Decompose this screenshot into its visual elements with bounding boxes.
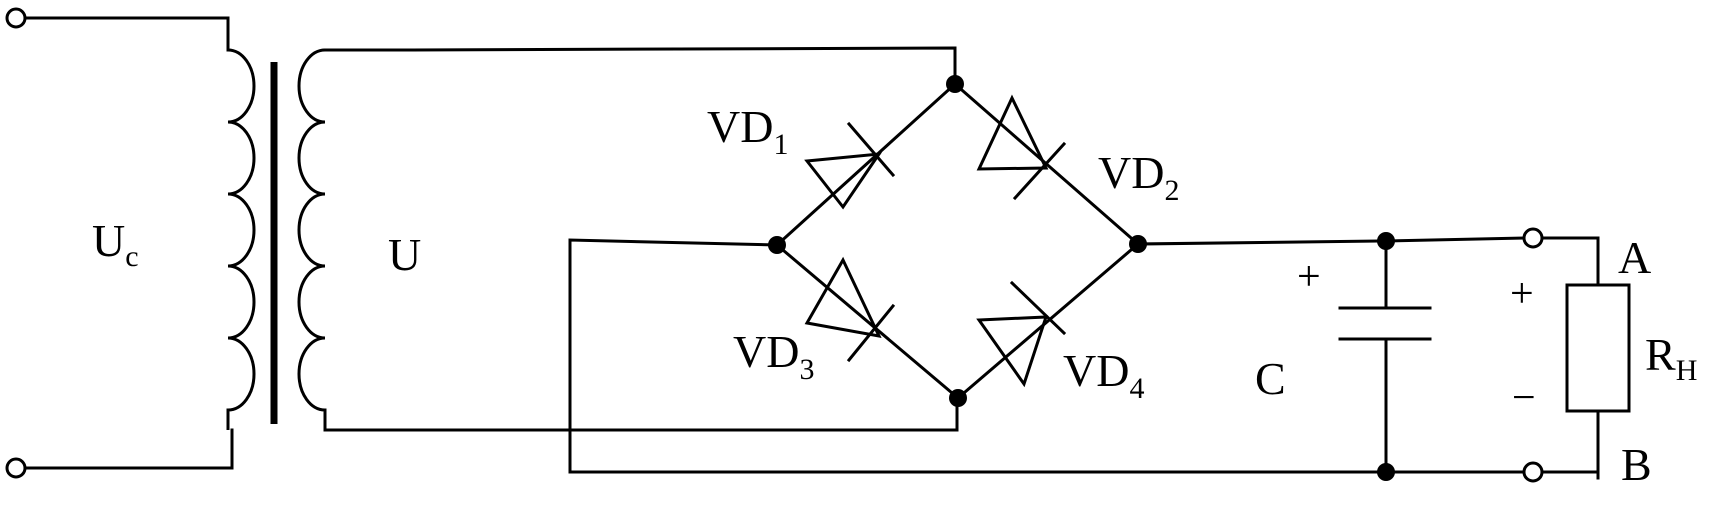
- diode-vd4-triangle: [976, 315, 1049, 388]
- output-wire-top: [1384, 236, 1526, 243]
- label-vd2: VD2: [1098, 147, 1179, 207]
- label-vd1: VD1: [707, 101, 788, 161]
- primary-wire-bottom: [23, 428, 234, 470]
- primary-winding: [226, 48, 256, 430]
- label-terminal-b: B: [1621, 439, 1652, 490]
- diode-vd4-bar: [1009, 280, 1067, 336]
- capacitor-c: [1338, 239, 1432, 474]
- diode-vd1-bar: [846, 121, 896, 178]
- diode-vd2-triangle: [976, 94, 1049, 171]
- secondary-winding: [297, 48, 327, 430]
- load-resistor-body: [1565, 283, 1631, 413]
- label-capacitor: C: [1255, 353, 1286, 404]
- negative-return-wire: [568, 238, 1380, 474]
- output-terminal-a: [1522, 227, 1544, 249]
- label-terminal-a: A: [1618, 232, 1651, 283]
- diode-vd3: [804, 256, 896, 363]
- bridge-edge-bottom-right: [955, 241, 1141, 401]
- secondary-circuit: [297, 46, 959, 432]
- output-terminal-b: [1522, 461, 1544, 483]
- bridge-node-bottom: [949, 389, 967, 407]
- primary-input-terminal-bottom: [5, 457, 27, 479]
- diode-vd2-bar: [1012, 141, 1067, 201]
- diode-vd4: [976, 280, 1067, 388]
- bridge: [768, 75, 1147, 407]
- label-load-minus: −: [1512, 375, 1536, 421]
- label-vd3: VD3: [733, 326, 814, 386]
- label-capacitor-plus: +: [1297, 254, 1321, 300]
- label-load-plus: +: [1510, 271, 1534, 317]
- primary-circuit: [5, 7, 256, 479]
- diode-vd1: [804, 121, 896, 210]
- diode-vd3-triangle: [804, 256, 882, 338]
- label-primary-voltage: Uc: [92, 215, 139, 273]
- diode-vd1-triangle: [804, 152, 883, 210]
- load-resistor: [1540, 236, 1631, 480]
- primary-input-terminal-top: [5, 7, 27, 29]
- label-vd4: VD4: [1063, 345, 1144, 405]
- secondary-wire-bottom: [323, 396, 959, 432]
- diode-vd2: [976, 94, 1067, 201]
- label-secondary-voltage: U: [388, 229, 421, 280]
- bridge-node-top: [946, 75, 964, 93]
- positive-output-wire: [1136, 239, 1380, 246]
- bridge-edge-top-left: [774, 81, 958, 248]
- diode-vd3-bar: [846, 303, 896, 363]
- output-circuit: [568, 227, 1631, 483]
- label-load: RH: [1645, 329, 1697, 387]
- secondary-wire-top: [323, 46, 957, 84]
- primary-wire-top: [23, 16, 230, 52]
- bridge-edge-bottom-left: [774, 242, 961, 401]
